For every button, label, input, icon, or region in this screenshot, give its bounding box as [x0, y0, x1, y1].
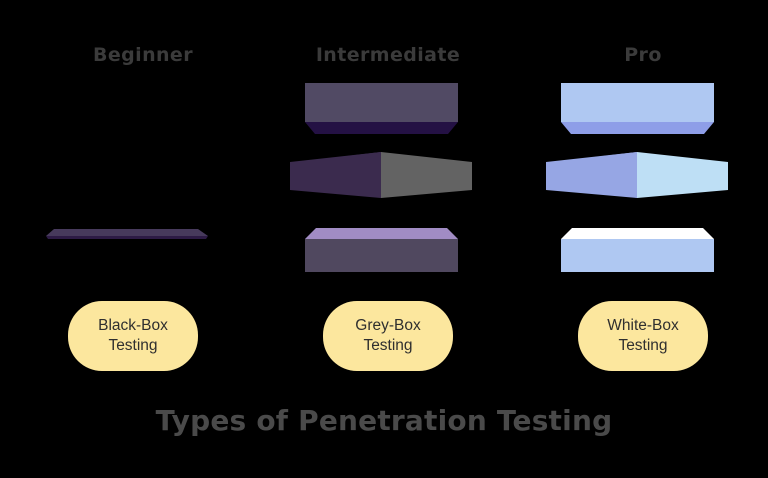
column-header-beginner: Beginner	[93, 44, 193, 66]
label-pill-white-box[interactable]: White-Box Testing	[578, 301, 708, 371]
pro-top-lid-under	[561, 122, 714, 134]
intermediate-box-group	[290, 83, 472, 272]
intermediate-middle-left-front	[290, 152, 381, 198]
pro-middle-right-front	[637, 152, 728, 198]
pro-middle-left-front	[546, 152, 637, 198]
column-header-pro: Pro	[624, 44, 662, 66]
pill-line-2: Testing	[618, 337, 668, 354]
pro-box-group	[546, 83, 728, 272]
pill-line-1: Grey-Box	[355, 317, 421, 335]
beginner-box-group	[46, 229, 208, 239]
beginner-lid-top	[46, 229, 208, 236]
label-pill-black-box[interactable]: Black-Box Testing	[68, 301, 198, 371]
pill-line-1: White-Box	[607, 317, 679, 335]
intermediate-top-lid-under	[305, 122, 458, 134]
pro-bottom-base-top	[561, 228, 714, 239]
intermediate-bottom-base-front	[305, 239, 458, 272]
diagram-title: Types of Penetration Testing	[155, 404, 613, 437]
pill-line-1: Black-Box	[98, 317, 168, 335]
intermediate-middle-right-front	[381, 152, 472, 198]
pill-line-2: Testing	[363, 337, 413, 354]
pro-top-lid-face	[561, 83, 714, 122]
beginner-lid-side	[46, 236, 208, 239]
pill-line-2: Testing	[108, 337, 158, 354]
label-pill-grey-box[interactable]: Grey-Box Testing	[323, 301, 453, 371]
pro-bottom-base-front	[561, 239, 714, 272]
intermediate-bottom-base-top	[305, 228, 458, 239]
column-header-intermediate: Intermediate	[315, 44, 461, 66]
intermediate-top-lid-face	[305, 83, 458, 122]
